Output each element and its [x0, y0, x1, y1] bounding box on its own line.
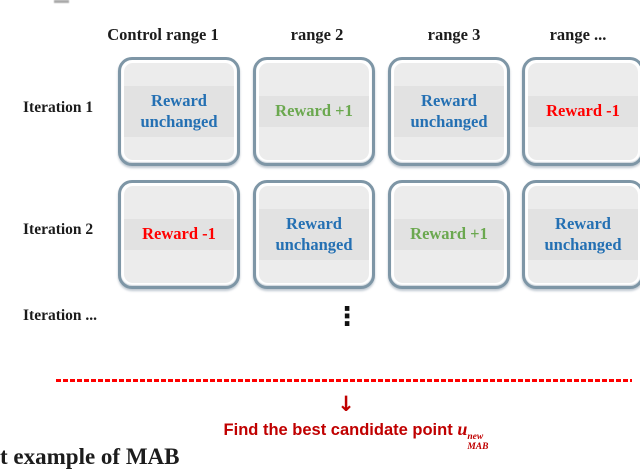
conclusion-label: Find the best candidate point — [223, 421, 458, 439]
reward-box: Reward unchanged — [253, 180, 375, 289]
row-label-iteration-1: Iteration 1 — [23, 99, 94, 116]
reward-box-fill: Reward unchanged — [124, 63, 234, 160]
reward-text: Reward unchanged — [394, 85, 504, 138]
math-symbol-superscript: new — [467, 432, 484, 442]
reward-text: Reward -1 — [124, 219, 234, 250]
reward-text: Reward unchanged — [124, 85, 234, 138]
down-arrow-icon: ↓ — [337, 392, 355, 416]
reward-box-fill: Reward -1 — [124, 186, 234, 283]
reward-box-fill: Reward unchanged — [528, 186, 638, 283]
reward-box-fill: Reward +1 — [394, 186, 504, 283]
column-header-range-3: range 3 — [427, 25, 481, 44]
row-label-iteration-2: Iteration 2 — [23, 221, 94, 238]
column-header-control-range-1: Control range 1 — [107, 25, 219, 44]
figure-caption: t example of MAB — [0, 444, 180, 469]
column-header-range-more: range ... — [549, 25, 607, 44]
math-symbol-u: u — [457, 419, 468, 439]
reward-box: Reward -1 — [118, 180, 240, 289]
reward-box: Reward unchanged — [118, 57, 240, 166]
reward-box: Reward unchanged — [522, 180, 640, 289]
reward-box-fill: Reward +1 — [259, 63, 369, 160]
reward-text: Reward unchanged — [259, 208, 369, 261]
reward-box-fill: Reward -1 — [528, 63, 638, 160]
math-symbol-subscript: MAB — [467, 441, 489, 452]
reward-box: Reward unchanged — [388, 57, 510, 166]
dashed-separator-line — [56, 379, 632, 382]
row-label-iteration-more: Iteration ... — [23, 307, 98, 324]
reward-box: Reward +1 — [388, 180, 510, 289]
reward-box: Reward -1 — [522, 57, 640, 166]
reward-text: Reward +1 — [394, 219, 504, 250]
reward-text: Reward -1 — [528, 96, 638, 127]
reward-box-fill: Reward unchanged — [259, 186, 369, 283]
reward-box: Reward +1 — [253, 57, 375, 166]
column-header-range-2: range 2 — [290, 25, 344, 44]
reward-text: Reward +1 — [259, 96, 369, 127]
reward-box-fill: Reward unchanged — [394, 63, 504, 160]
reward-text: Reward unchanged — [528, 208, 638, 261]
top-edge-artifact — [54, 0, 69, 3]
vertical-ellipsis: ⋮ — [334, 302, 360, 332]
